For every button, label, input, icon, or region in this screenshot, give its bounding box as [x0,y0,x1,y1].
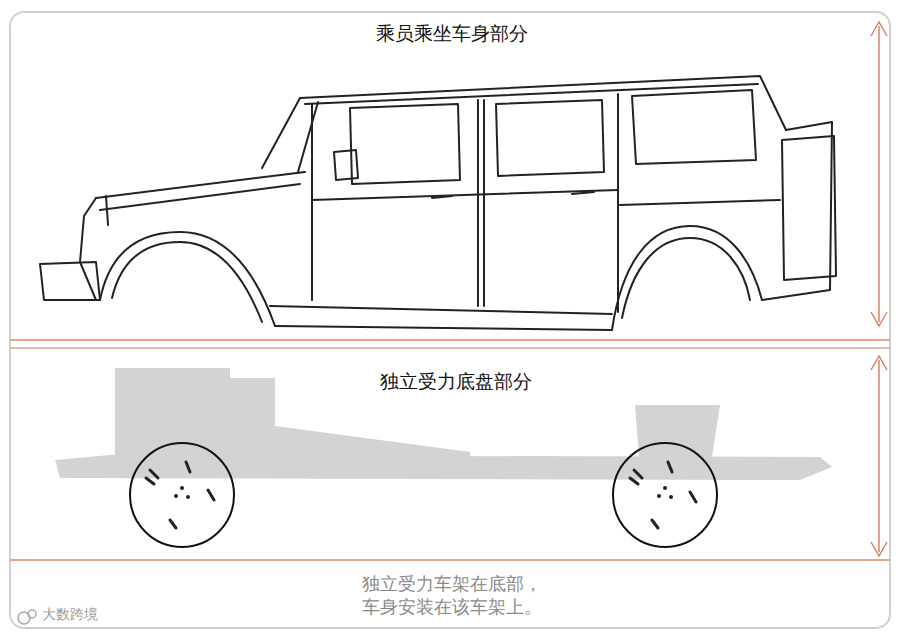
watermark: 大数跨境 [42,606,98,624]
panel-band: 独立受力底盘部分 [10,350,890,558]
caption-text: 独立受力车架在底部， 车身安装在该车架上。 [362,572,547,619]
panel-heading: 独立受力底盘部分 [380,370,532,393]
panel-heading: 乘员乘坐车身部分 [376,22,528,45]
panel-band: 乘员乘坐车身部分 [10,12,890,338]
